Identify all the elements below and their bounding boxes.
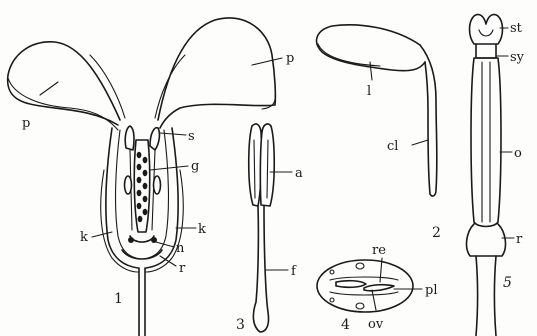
fig5-stalk-right	[495, 256, 497, 336]
fig1-ovules	[137, 152, 148, 222]
fig5-label-o: o	[514, 146, 522, 161]
fig2-petal: l cl 2	[317, 25, 441, 241]
fig1-label-r: r	[179, 261, 186, 276]
fig4-label-pl: pl	[425, 283, 437, 298]
fig4-septum-upper	[330, 277, 398, 280]
fig1-label-k-right: k	[198, 222, 206, 237]
fig5-stigma	[470, 14, 503, 44]
fig2-label-cl: cl	[387, 139, 398, 154]
fig1-stamen-left	[125, 126, 134, 150]
fig4-leader-ov	[372, 290, 376, 310]
fig1-leader-p-left	[40, 82, 58, 95]
fig1-anther-inner-left	[125, 176, 132, 194]
fig1-leader-n	[156, 242, 174, 247]
fig1-left-petal	[8, 42, 120, 125]
fig1-label-k-left: k	[80, 230, 88, 245]
fig5-number: 5	[503, 275, 512, 291]
fig4-label-ov: ov	[368, 317, 384, 332]
fig1-anther-inner-right	[154, 176, 161, 194]
fig5-ovary	[471, 58, 501, 227]
fig1-leader-p-right	[252, 58, 282, 65]
fig3-number: 3	[236, 317, 245, 333]
fig5-style	[476, 44, 496, 58]
fig3-label-a: a	[295, 166, 303, 181]
fig4-ovule-left-top	[330, 270, 334, 274]
fig4-number: 4	[341, 317, 350, 333]
fig1-nectary-dot-left	[128, 237, 134, 243]
fig1-leader-k-left	[92, 232, 112, 237]
fig1-right-petal-edge	[262, 95, 275, 109]
fig4-placenta-left	[336, 281, 366, 288]
fig2-leader-cl	[412, 140, 428, 145]
fig1-stamen-right	[150, 128, 159, 150]
fig1-label-n: n	[176, 241, 185, 256]
fig1-label-p-left: p	[22, 116, 30, 131]
fig1-label-g: g	[191, 159, 199, 174]
fig5-label-r: r	[516, 232, 523, 247]
fig2-number: 2	[432, 225, 441, 241]
fig2-petal-claw	[420, 45, 437, 196]
fig4-ovule-top	[356, 263, 364, 269]
fig4-septum-lower	[330, 292, 398, 295]
fig1-leader-g	[150, 166, 188, 170]
fig4-ovary-section: re pl ov 4	[317, 243, 437, 333]
fig1-right-petal	[158, 18, 275, 128]
fig1-number: 1	[114, 291, 123, 307]
fig5-label-sy: sy	[510, 50, 525, 65]
fig3-stamen: a f 3	[236, 124, 303, 333]
fig5-stalk	[476, 256, 478, 336]
fig4-ovule-bottom	[356, 303, 364, 309]
fig4-placenta-right	[364, 285, 394, 291]
fig1-label-s: s	[188, 129, 195, 144]
fig5-label-st: st	[510, 21, 523, 36]
fig1-inner-fold-left	[90, 55, 125, 118]
fig5-pistil: st sy o r 5	[467, 14, 525, 336]
fig4-label-re: re	[372, 243, 386, 258]
fig4-ovary-outline	[317, 260, 413, 312]
fig2-leader-l	[370, 62, 372, 80]
fig2-petal-limb	[317, 25, 425, 71]
fig5-receptacle	[467, 224, 506, 256]
fig3-label-f: f	[291, 264, 297, 279]
fig1-label-p-right: p	[286, 51, 294, 66]
fig4-ovule-left-bottom	[330, 298, 334, 302]
fig2-label-l: l	[367, 84, 371, 99]
fig3-filament	[253, 206, 268, 332]
